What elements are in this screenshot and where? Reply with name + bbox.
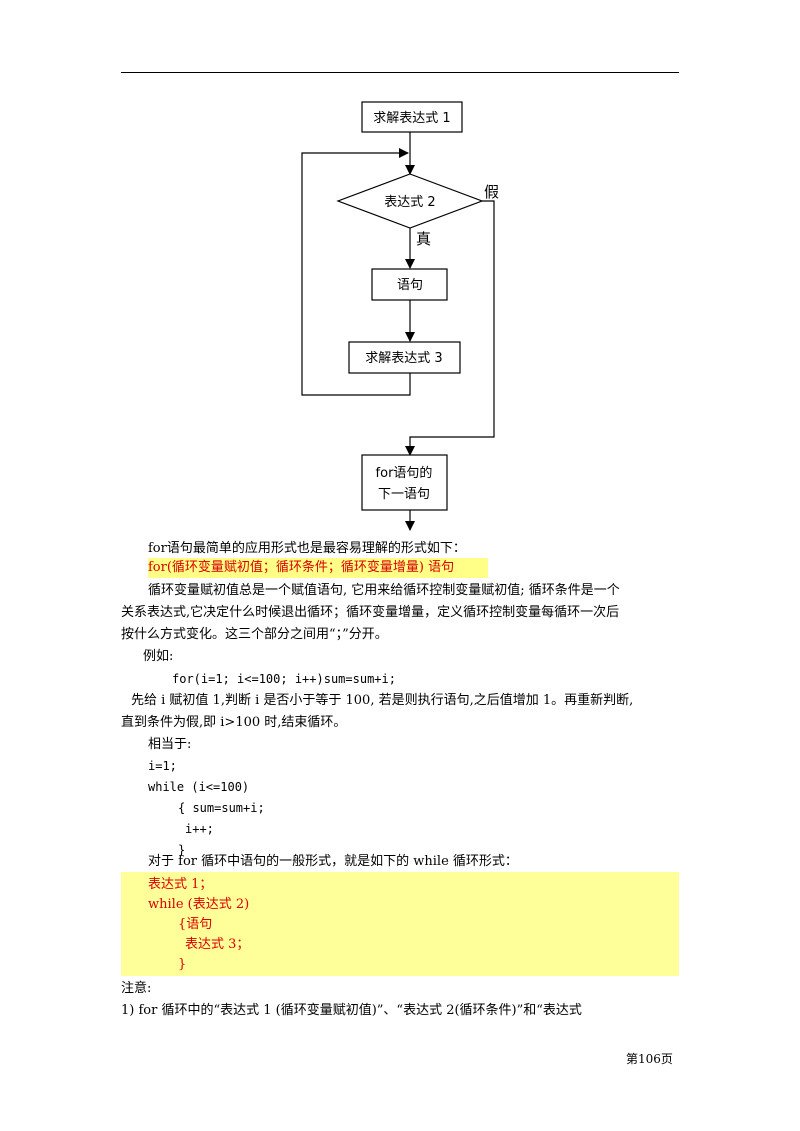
header-rule xyxy=(121,72,679,73)
false-label: 假 xyxy=(484,183,499,201)
box-incr xyxy=(348,341,461,374)
equivalent-label: 相当于: xyxy=(148,737,192,752)
while-line-1: 表达式 1； xyxy=(148,877,213,892)
box-next-label-1: for语句的 xyxy=(376,465,433,481)
example-code: for(i=1; i<=100; i++)sum=sum+i; xyxy=(172,672,396,686)
note-label: 注意: xyxy=(121,981,152,996)
code-line-1: i=1; xyxy=(148,759,177,773)
para-execution-2: 直到条件为假,即 i>100 时,结束循环。 xyxy=(121,715,347,730)
true-label: 真 xyxy=(416,230,431,248)
code-line-3: { sum=sum+i; xyxy=(178,801,265,815)
while-line-2: while (表达式 2) xyxy=(148,897,250,912)
while-line-5: } xyxy=(178,957,187,972)
para-intro: for语句最简单的应用形式也是最容易理解的形式如下： xyxy=(148,541,466,556)
para-execution-1: 先给 i 赋初值 1,判断 i 是否小于等于 100, 若是则执行语句,之后值增… xyxy=(131,693,634,708)
code-line-4: i++; xyxy=(185,822,214,836)
box-stmt-label: 语句 xyxy=(397,278,423,293)
page-number: 第106页 xyxy=(626,1052,673,1066)
para-while-intro: 对于 for 循环中语句的一般形式，就是如下的 while 循环形式： xyxy=(148,854,518,869)
para-explain-1: 循环变量赋初值总是一个赋值语句, 它用来给循环控制变量赋初值; 循环条件是一个 xyxy=(148,583,620,598)
box-init xyxy=(361,101,463,133)
para-explain-3: 按什么方式变化。这三个部分之间用“；”分开。 xyxy=(121,627,388,642)
note-item-1: 1) for 循环中的“表达式 1 (循环变量赋初值)”、“表达式 2(循环条件… xyxy=(121,1003,582,1018)
while-line-3: {语句 xyxy=(178,917,213,932)
para-explain-2: 关系表达式,它决定什么时候退出循环；循环变量增量，定义循环控制变量每循环一次后 xyxy=(121,605,620,620)
box-stmt xyxy=(371,268,448,301)
code-line-5: } xyxy=(178,843,186,857)
loop-back-line xyxy=(301,148,411,396)
flowchart: 求解表达式 1 表达式 2 假 真 语句 求解表达式 3 for语句的 下一语句 xyxy=(301,101,499,531)
while-line-4: 表达式 3； xyxy=(185,937,250,952)
box-init-label: 求解表达式 1 xyxy=(373,111,450,126)
while-form-highlight xyxy=(121,872,679,976)
code-line-2: while (i<=100) xyxy=(148,780,250,794)
box-next-label-2: 下一语句 xyxy=(378,487,430,502)
example-label: 例如: xyxy=(143,649,174,664)
para-for-syntax: for(循环变量赋初值；循环条件；循环变量增量) 语句 xyxy=(148,558,488,578)
box-next xyxy=(361,454,448,511)
box-incr-label: 求解表达式 3 xyxy=(365,351,442,366)
diamond-label: 表达式 2 xyxy=(384,195,435,210)
false-path-line xyxy=(405,200,495,456)
